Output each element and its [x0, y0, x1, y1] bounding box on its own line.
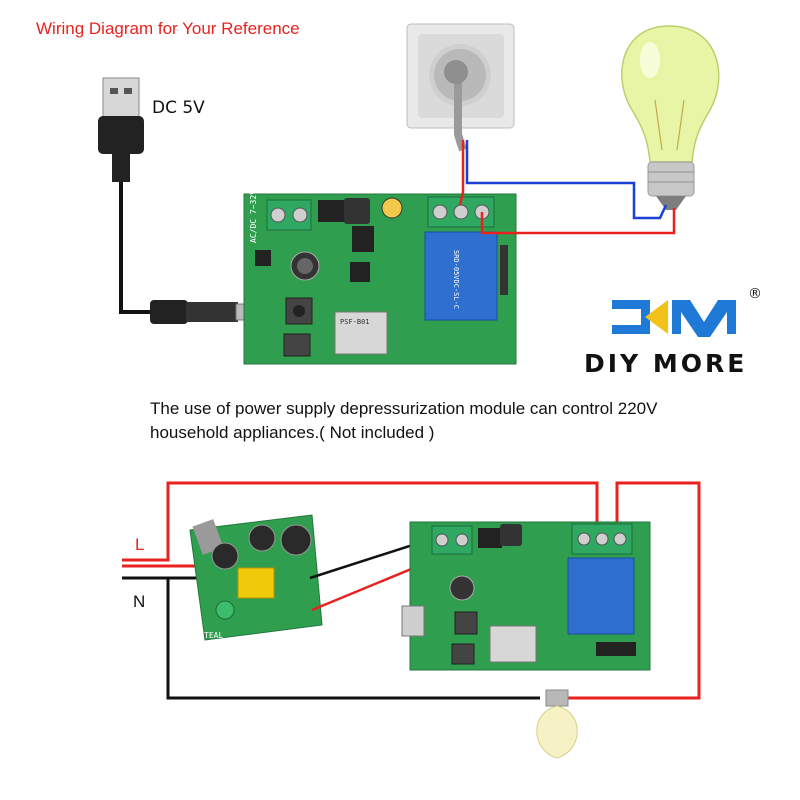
small-bulb-icon [536, 689, 578, 759]
wall-socket-icon [406, 23, 515, 152]
usb-power-label: DC 5V [152, 98, 205, 118]
brand-name: DIY MORE [584, 349, 748, 378]
description-text: The use of power supply depressurization… [150, 397, 657, 445]
registered-mark: ® [748, 286, 762, 302]
relay-board-icon: AC/DC 7~32V PSF-B01 SRD-05VDC-SL-C [243, 190, 517, 365]
neutral-wire-top [465, 140, 668, 220]
diagram-title: Wiring Diagram for Your Reference [36, 19, 300, 38]
live-wire-label: L [135, 535, 145, 554]
live-wire-top [458, 140, 465, 206]
brand-logo-icon [612, 300, 736, 337]
relay-board-bottom-icon [401, 521, 651, 671]
switched-wire-top [480, 208, 676, 235]
live-wire-loop [122, 481, 599, 562]
relay-out-wire [566, 481, 701, 700]
neutral-return-wire [166, 578, 540, 700]
svg-text:PSF-B01: PSF-B01 [340, 318, 370, 326]
description-line-2: household appliances.( Not included ) [150, 423, 435, 442]
neutral-wire-label: N [133, 592, 146, 611]
description-line-1: The use of power supply depressurization… [150, 399, 658, 418]
svg-text:AC/DC 7~32V: AC/DC 7~32V [249, 190, 258, 243]
power-module-icon: TEAL [189, 514, 323, 641]
svg-text:SRD-05VDC-SL-C: SRD-05VDC-SL-C [452, 250, 460, 309]
svg-text:TEAL: TEAL [204, 631, 223, 640]
light-bulb-icon [621, 25, 720, 210]
